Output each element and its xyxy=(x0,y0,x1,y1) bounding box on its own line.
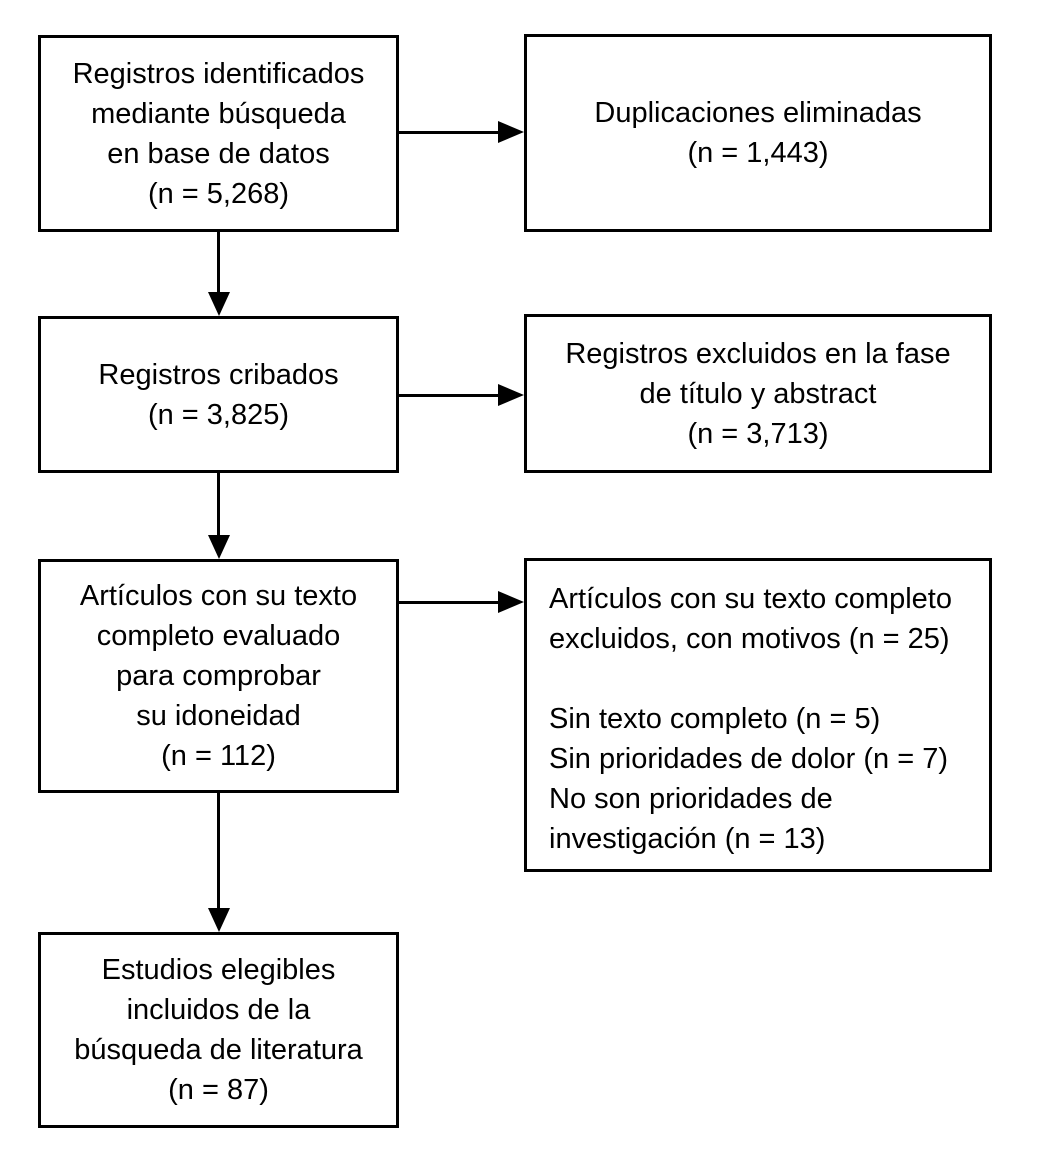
arrow-screened-to-excluded-shaft xyxy=(399,394,498,397)
arrowhead-right-icon xyxy=(498,384,524,406)
box-records-excluded-title-abstract: Registros excluidos en la fase de título… xyxy=(524,314,992,473)
arrowhead-right-icon xyxy=(498,591,524,613)
arrow-identified-to-screened-shaft xyxy=(217,232,220,292)
arrowhead-right-icon xyxy=(498,121,524,143)
box-duplicates-removed: Duplicaciones eliminadas (n = 1,443) xyxy=(524,34,992,232)
arrowhead-down-icon xyxy=(208,908,230,932)
arrow-screened-to-fulltext-shaft xyxy=(217,473,220,535)
box-studies-included: Estudios elegibles incluidos de la búsqu… xyxy=(38,932,399,1128)
arrowhead-down-icon xyxy=(208,292,230,316)
arrow-fulltext-to-included-shaft xyxy=(217,793,220,908)
box-records-screened: Registros cribados (n = 3,825) xyxy=(38,316,399,473)
box-fulltext-excluded-reasons: Artículos con su texto completo excluido… xyxy=(524,558,992,872)
arrow-identified-to-duplicates-shaft xyxy=(399,131,498,134)
box-fulltext-assessed: Artículos con su texto completo evaluado… xyxy=(38,559,399,793)
arrow-fulltext-to-excluded-shaft xyxy=(399,601,498,604)
box-records-identified: Registros identificados mediante búsqued… xyxy=(38,35,399,232)
arrowhead-down-icon xyxy=(208,535,230,559)
